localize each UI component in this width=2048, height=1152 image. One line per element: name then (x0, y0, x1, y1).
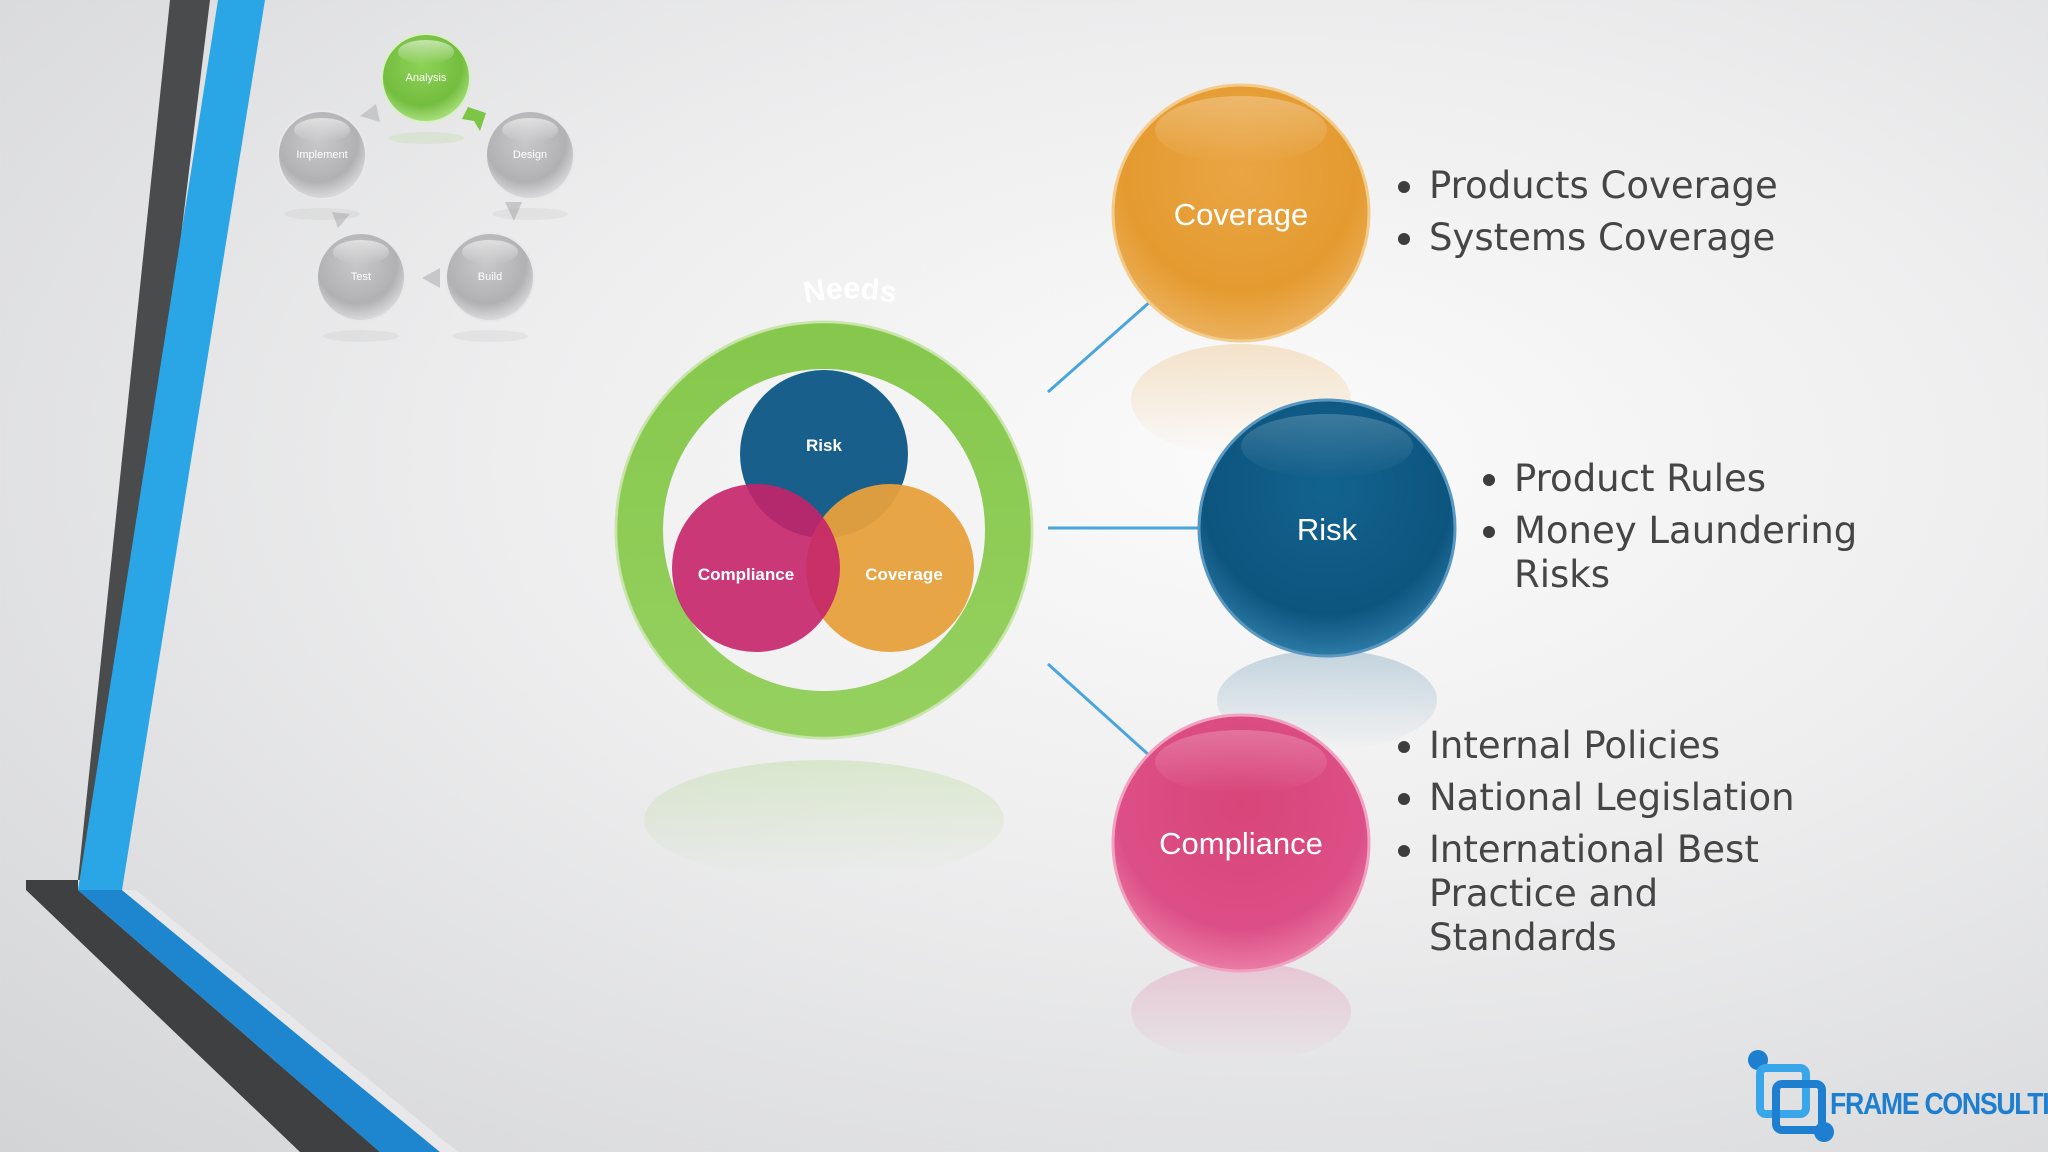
cycle-step-label: Test (351, 271, 371, 283)
needs-label-compliance: Compliance (698, 565, 794, 584)
arrow-icon (422, 268, 440, 288)
bullet-item: Product Rules (1481, 457, 1901, 501)
cycle-step-label: Implement (296, 149, 347, 161)
cycle-step-design: Design (485, 110, 575, 220)
connector-compliance (1046, 662, 1152, 758)
arrow-icon (332, 212, 350, 228)
bullet-item: International Best Practice and Standard… (1396, 828, 1826, 960)
coverage-bullet-list: Products Coverage Systems Coverage (1396, 164, 1826, 268)
needs-label-risk: Risk (806, 436, 842, 455)
arrow-icon (462, 107, 486, 131)
risk-bullet-list: Product Rules Money Laundering Risks (1481, 457, 1901, 605)
left-decoration (26, 0, 458, 1152)
arrow-icon (505, 202, 522, 221)
connector-coverage (1047, 298, 1153, 394)
light-stripe (122, 890, 458, 1152)
bullet-item: Systems Coverage (1396, 216, 1826, 260)
process-cycle: Analysis Design Build Test Implement (277, 33, 575, 342)
compliance-reflection (1131, 962, 1351, 1062)
blue-stripe (78, 0, 265, 890)
risk-label: Risk (1297, 512, 1358, 547)
topic-compliance: Compliance (1111, 713, 1371, 1062)
bullet-item: Internal Policies (1396, 724, 1826, 768)
needs-circle-coverage (806, 484, 974, 652)
cycle-step-test: Test (316, 232, 406, 342)
arrow-icon (360, 104, 380, 122)
cycle-step-label: Analysis (406, 72, 447, 84)
frame-consulting-logo-icon (1748, 1050, 1834, 1142)
coverage-label: Coverage (1174, 197, 1308, 232)
topic-risk: Risk (1197, 398, 1457, 750)
bullet-item: Money Laundering Risks (1481, 509, 1901, 597)
needs-reflection (644, 760, 1004, 880)
compliance-label: Compliance (1159, 826, 1323, 861)
connectors (1046, 298, 1200, 758)
bullet-item: Products Coverage (1396, 164, 1826, 208)
needs-diagram: Needs Risk Compliance Coverage (614, 272, 1034, 880)
needs-title: Needs (801, 272, 900, 310)
needs-ring (617, 323, 1031, 737)
cycle-step-implement: Implement (277, 110, 367, 220)
cycle-step-label: Build (478, 271, 502, 283)
cycle-step-label: Design (513, 149, 547, 161)
compliance-bullet-list: Internal Policies National Legislation I… (1396, 724, 1826, 968)
cycle-arrows (332, 104, 522, 288)
needs-label-coverage: Coverage (865, 565, 942, 584)
dark-stripe-lower (26, 880, 380, 1152)
cycle-step-build: Build (445, 232, 535, 342)
logo-text: FRAME CONSULTING (1830, 1086, 2048, 1121)
blue-stripe-lower (78, 890, 440, 1152)
needs-circle-compliance (672, 484, 840, 652)
bullet-item: National Legislation (1396, 776, 1826, 820)
cycle-step-analysis: Analysis (381, 33, 471, 144)
dark-stripe (78, 0, 210, 880)
